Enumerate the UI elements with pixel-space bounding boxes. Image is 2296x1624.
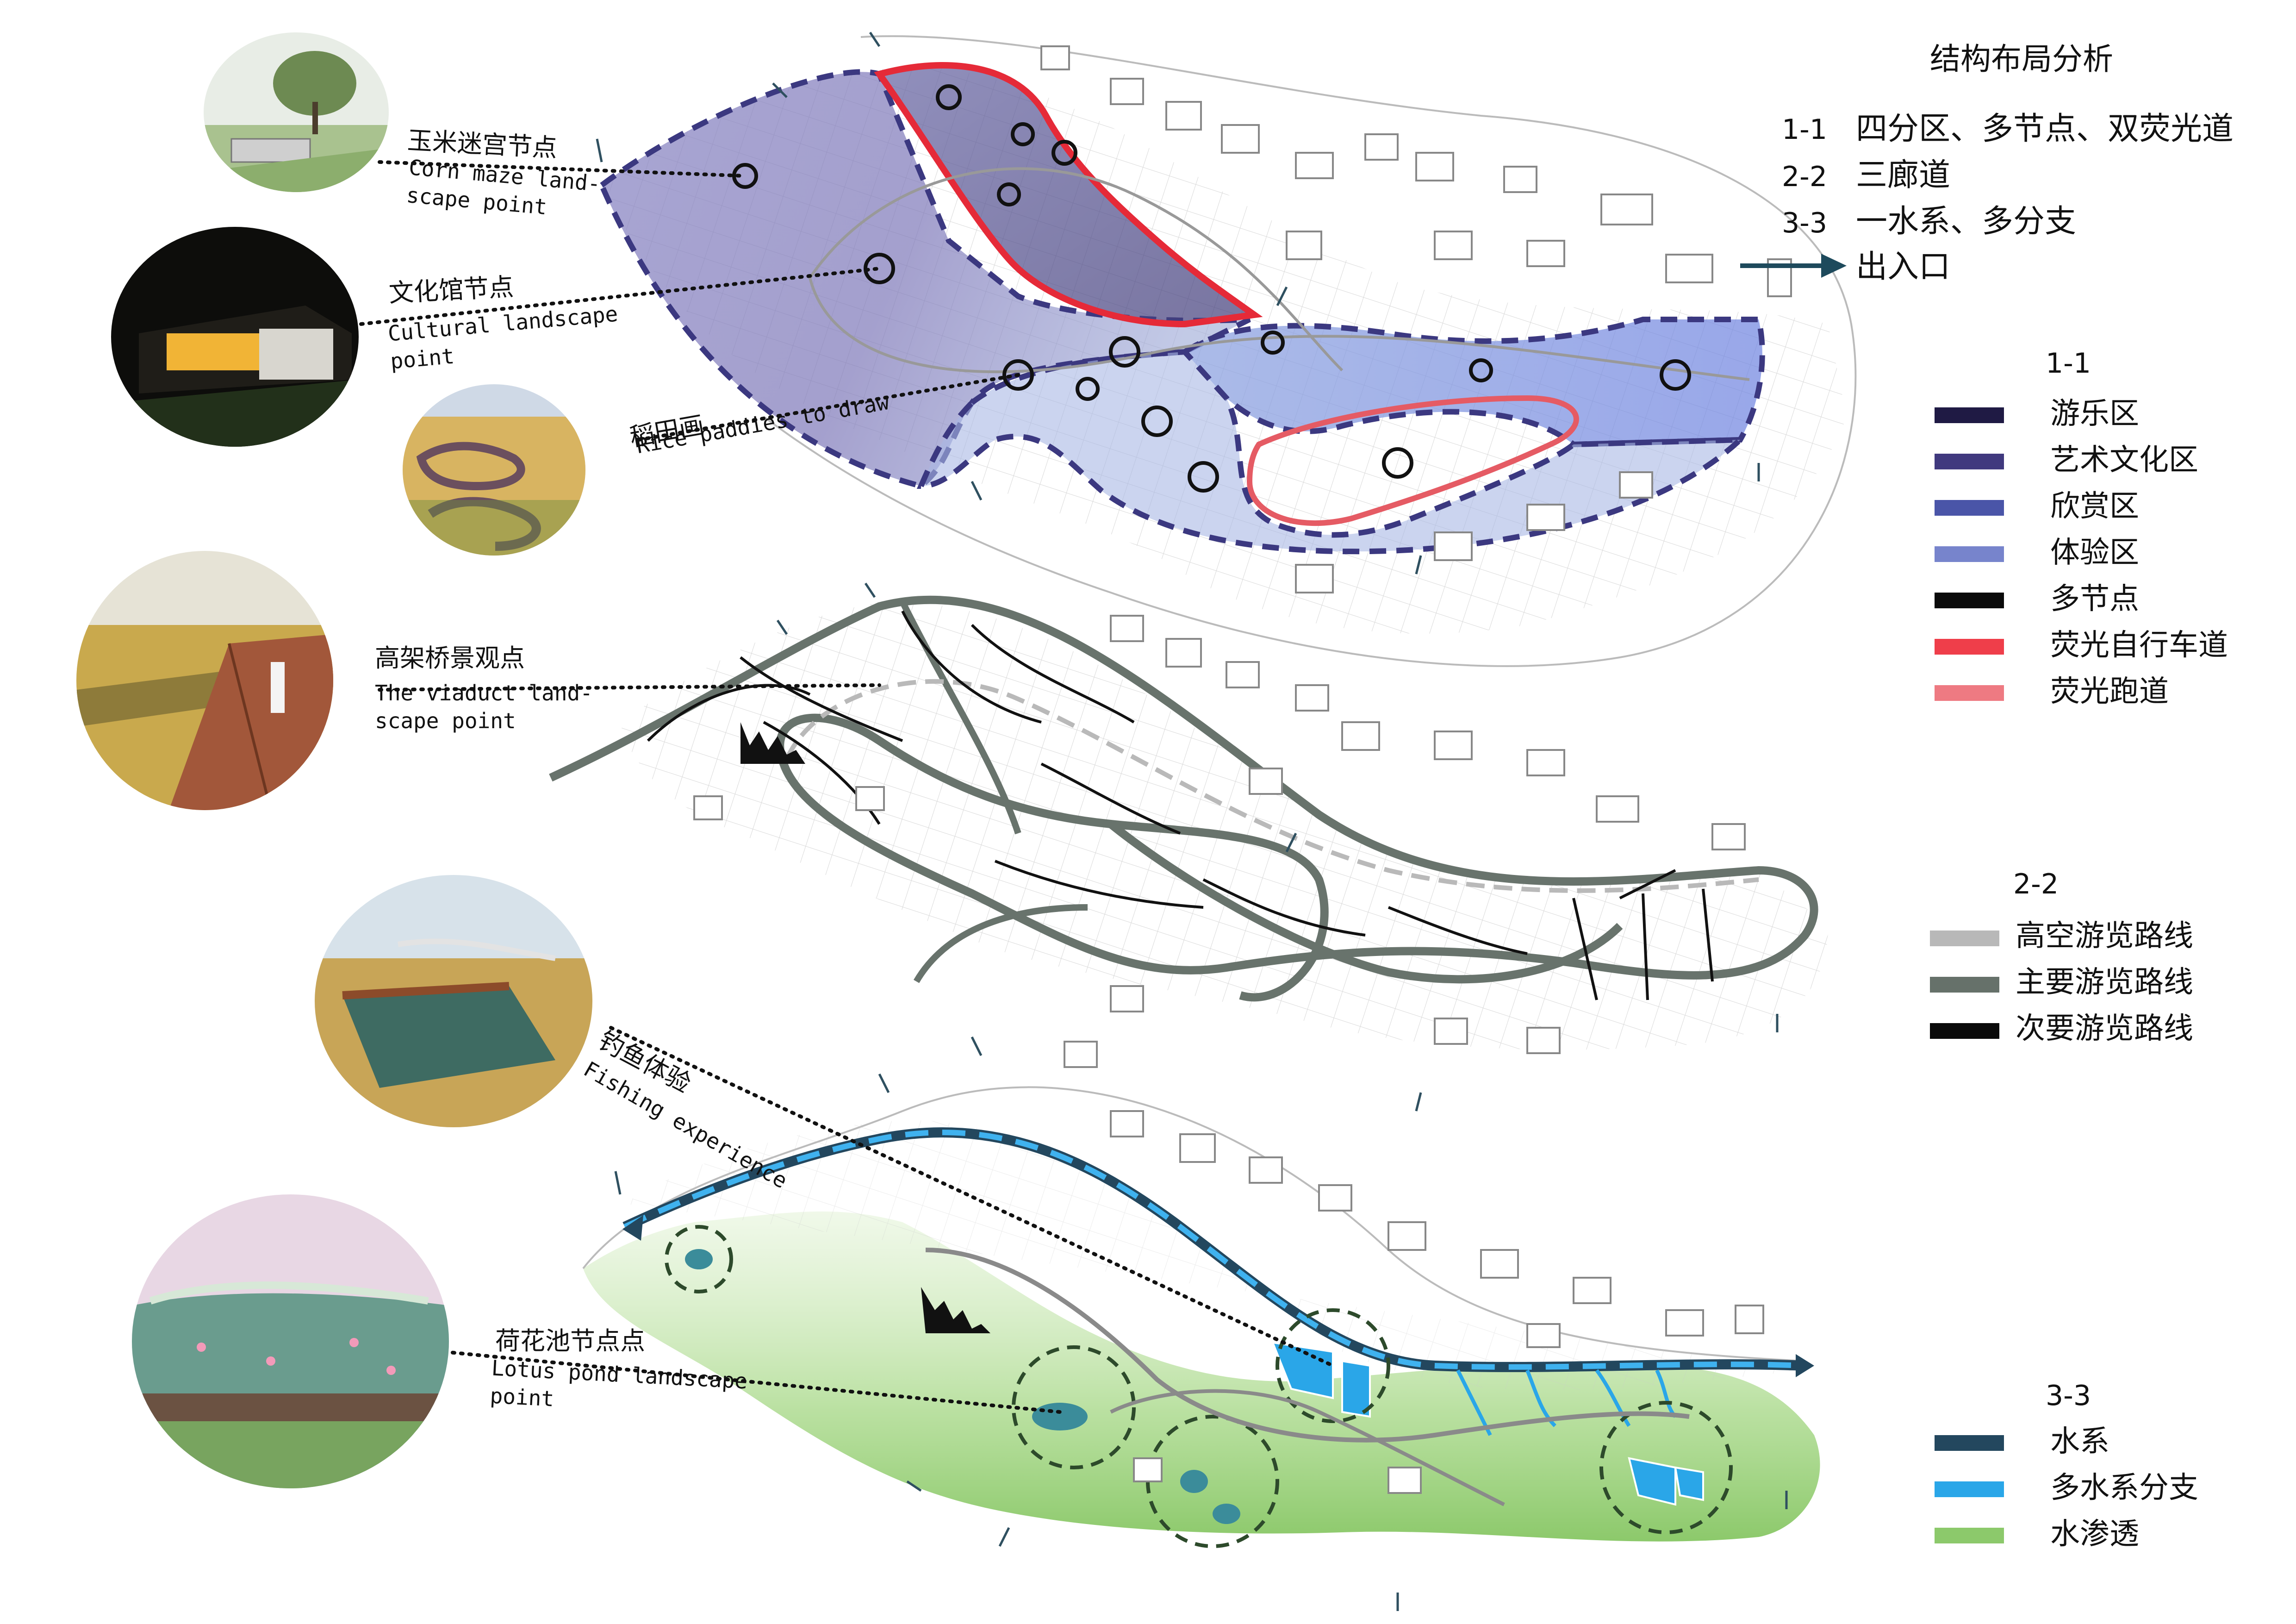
- map-3-3: [582, 1073, 1820, 1611]
- legend-swatch-experience-zone: [1935, 546, 2004, 562]
- map-2-2: [549, 582, 1828, 1112]
- lotus-pond-photo: [132, 1194, 449, 1488]
- legend-swatch-main-route: [1930, 977, 1999, 993]
- legend-label-main-route: 主要游览路线: [2016, 965, 2193, 999]
- summary-text-2: 三廊道: [1856, 157, 1951, 194]
- viaduct-cn-label: 高架桥景观点: [375, 643, 525, 673]
- legend-label-water-branch: 多水系分支: [2050, 1471, 2198, 1505]
- legend-label-bike-lane: 荧光自行车道: [2050, 628, 2228, 662]
- map-1-1: [596, 31, 1857, 667]
- summary-text-1: 四分区、多节点、双荧光道: [1856, 111, 2234, 147]
- legend-label-art-zone: 艺术文化区: [2050, 443, 2198, 477]
- legend-swatch-bike-lane: [1935, 639, 2004, 655]
- legend-label-running-track: 荧光跑道: [2050, 675, 2169, 709]
- summary-code-2: 2-2: [1782, 161, 1827, 193]
- summary-code-3: 3-3: [1782, 207, 1827, 239]
- legend-swatch-water-seep: [1935, 1528, 2004, 1543]
- summary-code-1: 1-1: [1782, 113, 1827, 146]
- legend-label-play-zone: 游乐区: [2050, 397, 2139, 431]
- viaduct-boardwalk-photo: [76, 551, 333, 810]
- legend-swatch-water: [1935, 1435, 2004, 1451]
- legend-label-experience-zone: 体验区: [2050, 536, 2139, 570]
- legend-swatch-secondary-route: [1930, 1023, 1999, 1039]
- legend-swatch-nodes: [1935, 593, 2004, 608]
- legend-label-water: 水系: [2050, 1424, 2109, 1459]
- summary-text-3: 一水系、多分支: [1856, 203, 2077, 240]
- legend-label-nodes: 多节点: [2050, 582, 2139, 616]
- legend-swatch-play-zone: [1935, 407, 2004, 423]
- legend-swatch-running-track: [1935, 685, 2004, 701]
- legend-1-heading: 1-1: [2046, 347, 2091, 380]
- page-title: 结构布局分析: [1930, 41, 2113, 77]
- cultural-hall-night-photo: [111, 227, 359, 447]
- corn-maze-photo: [204, 32, 389, 192]
- legend-label-elevated-route: 高空游览路线: [2016, 919, 2193, 953]
- leader-lines: [359, 160, 1335, 1414]
- legend-label-view-zone: 欣赏区: [2050, 489, 2139, 524]
- rice-paddy-art-photo: [403, 384, 585, 556]
- fishing-pond-photo: [315, 875, 592, 1127]
- viaduct-en-label: The viaduct land- scape point: [375, 681, 593, 733]
- legend-swatch-view-zone: [1935, 500, 2004, 516]
- lotus-cn-label: 荷花池节点点: [495, 1326, 645, 1355]
- legend-2-heading: 2-2: [2013, 868, 2059, 900]
- legend-3-heading: 3-3: [2046, 1380, 2091, 1412]
- legend-swatch-elevated-route: [1930, 931, 1999, 946]
- entrance-arrow-icon: [1740, 254, 1847, 278]
- legend-label-water-seep: 水渗透: [2050, 1517, 2139, 1551]
- cultural-cn-label: 文化馆节点: [388, 272, 515, 308]
- legend-label-secondary-route: 次要游览路线: [2016, 1012, 2193, 1046]
- legend-swatch-art-zone: [1935, 454, 2004, 469]
- legend-swatch-water-branch: [1935, 1481, 2004, 1497]
- entrance-label: 出入口: [1856, 249, 1951, 285]
